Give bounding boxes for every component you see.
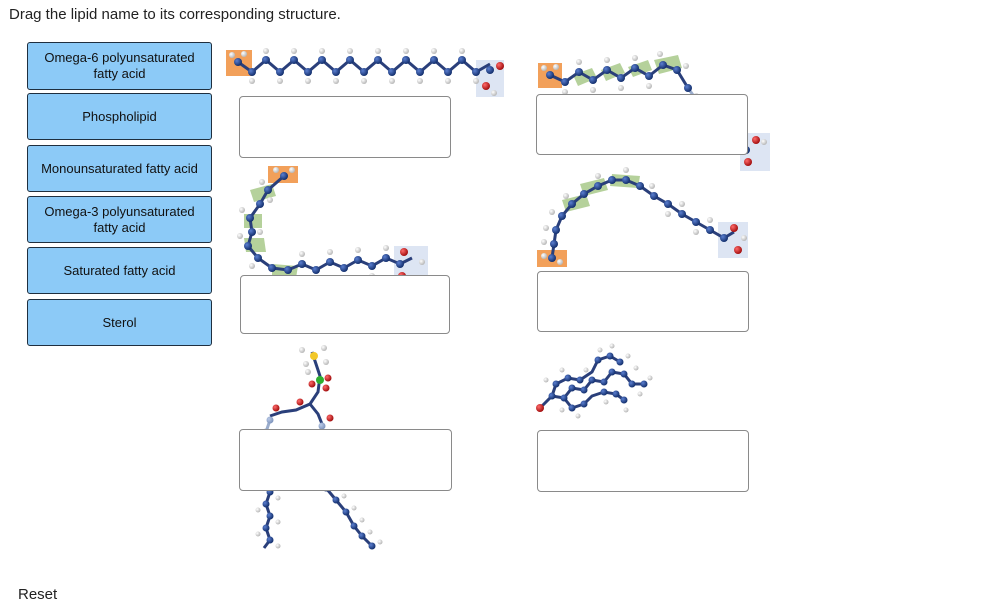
structure-6-sterol <box>536 344 653 419</box>
carbon-atoms <box>548 176 728 262</box>
phosphorus-atom <box>316 376 324 384</box>
oxygen-atom <box>536 404 544 412</box>
carbon-backbone <box>552 180 734 258</box>
oxygen-atoms <box>273 375 334 422</box>
dropzone-structure-3[interactable] <box>240 275 450 334</box>
dropzone-structure-5[interactable] <box>239 429 452 491</box>
dropzone-structure-1[interactable] <box>239 96 451 158</box>
nitrogen-atom <box>310 352 318 360</box>
dropzone-structure-2[interactable] <box>536 94 748 155</box>
structure-3-polyunsaturated-curved <box>237 166 428 283</box>
dropzone-structure-4[interactable] <box>537 271 749 332</box>
reset-button-partial[interactable]: Reset <box>18 586 57 603</box>
head-group-bonds <box>310 404 322 424</box>
carbon-atoms <box>244 172 404 274</box>
structure-4-polyunsaturated-arc <box>537 167 748 267</box>
dropzone-structure-6[interactable] <box>537 430 749 492</box>
hydrogen-atoms <box>541 167 747 265</box>
structure-1-saturated-chain <box>226 48 504 97</box>
